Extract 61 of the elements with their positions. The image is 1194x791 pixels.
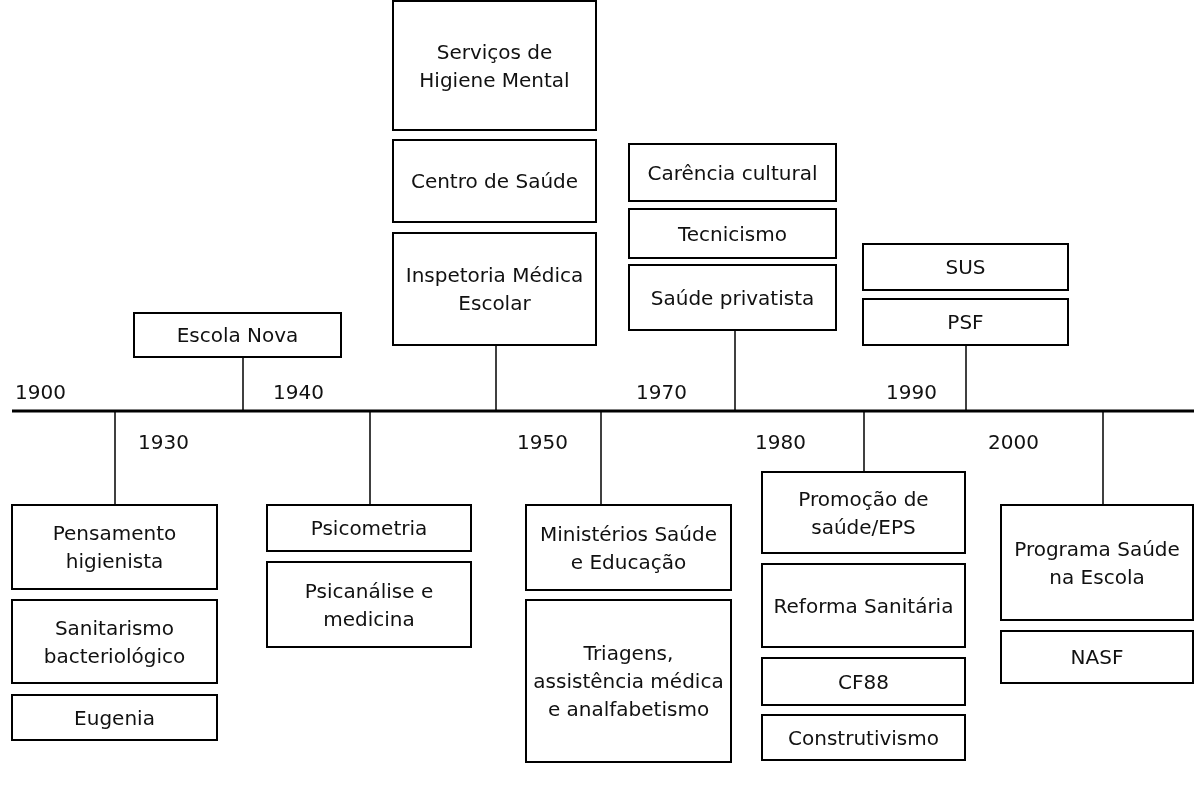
event-text: Promoção de saúde/EPS	[797, 485, 930, 541]
leader-line	[734, 330, 736, 412]
event-text: Tecnicismo	[677, 220, 787, 248]
leader-line	[600, 410, 602, 505]
event-text: NASF	[1070, 644, 1124, 671]
event-text: Escola Nova	[176, 322, 299, 349]
event-text: Reforma Sanitária	[773, 592, 954, 620]
event-box	[628, 264, 837, 331]
event-box	[761, 563, 966, 648]
event-text: Sanitarismo bacteriológico	[42, 614, 187, 670]
event-text: Saúde privatista	[650, 284, 815, 312]
event-box	[628, 208, 837, 259]
event-box	[392, 139, 597, 223]
event-text: Carência cultural	[647, 159, 818, 187]
event-text: Centro de Saúde	[410, 168, 579, 195]
event-box	[392, 0, 597, 131]
leader-line	[965, 345, 967, 412]
event-box	[761, 657, 966, 706]
event-box	[761, 471, 966, 554]
event-box	[11, 599, 218, 684]
year-label: 1990	[886, 380, 937, 404]
leader-line	[495, 345, 497, 412]
event-text: Triagens, assistência médica e analfabetismo	[533, 640, 724, 723]
leader-line	[1102, 410, 1104, 505]
event-text: Programa Saúde na Escola	[1013, 535, 1181, 591]
year-label: 1970	[636, 380, 687, 404]
year-label: 1950	[517, 430, 568, 454]
event-text: CF88	[838, 668, 889, 696]
year-label: 1900	[15, 380, 66, 404]
leader-line	[863, 410, 865, 472]
event-box	[133, 312, 342, 358]
event-text: Construtivismo	[788, 724, 939, 752]
event-box	[1000, 630, 1194, 684]
event-box	[628, 143, 837, 202]
leader-line	[369, 410, 371, 505]
event-text: Psicanálise e medicina	[303, 577, 435, 633]
year-label: 1940	[273, 380, 324, 404]
event-box	[392, 232, 597, 346]
event-text: Serviços de Higiene Mental	[418, 38, 571, 94]
event-text: Pensamento higienista	[51, 520, 178, 575]
leader-line	[114, 410, 116, 505]
event-box	[525, 599, 732, 763]
event-text: Psicometria	[310, 515, 428, 542]
year-label: 1980	[755, 430, 806, 454]
event-box	[11, 504, 218, 590]
event-text: PSF	[947, 309, 984, 336]
event-box	[862, 298, 1069, 346]
event-text: Eugenia	[74, 704, 155, 732]
year-label: 2000	[988, 430, 1039, 454]
year-label: 1930	[138, 430, 189, 454]
event-box	[862, 243, 1069, 291]
event-box	[1000, 504, 1194, 621]
event-box	[11, 694, 218, 741]
event-box	[761, 714, 966, 761]
event-box	[266, 504, 472, 552]
event-text: Inspetoria Médica Escolar	[404, 262, 585, 317]
leader-line	[242, 357, 244, 412]
event-box	[525, 504, 732, 591]
event-box	[266, 561, 472, 648]
event-text: Ministérios Saúde e Educação	[539, 520, 718, 576]
event-text: SUS	[945, 254, 986, 281]
